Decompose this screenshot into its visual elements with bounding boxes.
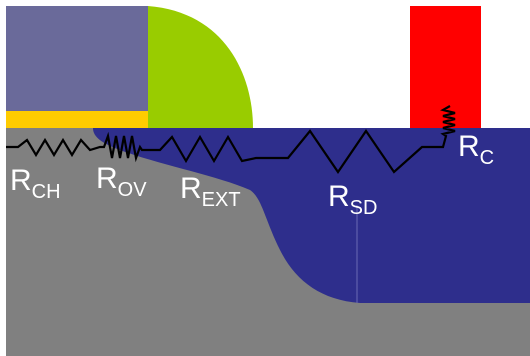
label-r-ext-sub: EXT: [202, 189, 241, 211]
label-r-ov: ROV: [96, 162, 147, 201]
label-r-c: RC: [458, 130, 494, 169]
label-r-ch-main: R: [10, 164, 32, 197]
spacer: [148, 6, 253, 128]
gate-oxide: [6, 111, 148, 128]
resistor-chain: [6, 105, 456, 174]
label-r-sd-sub: SD: [350, 197, 378, 219]
label-r-c-sub: C: [480, 147, 494, 169]
label-r-c-main: R: [458, 130, 480, 163]
source-drain-region: [93, 128, 530, 303]
label-r-ov-main: R: [96, 162, 118, 195]
label-r-ext-main: R: [180, 172, 202, 205]
gate: [6, 6, 148, 111]
label-r-sd: RSD: [328, 180, 377, 219]
label-r-ch: RCH: [10, 164, 61, 203]
label-r-ov-sub: OV: [118, 179, 148, 201]
label-r-ch-sub: CH: [32, 181, 61, 203]
label-r-sd-main: R: [328, 180, 350, 213]
label-r-ext: REXT: [180, 172, 241, 211]
